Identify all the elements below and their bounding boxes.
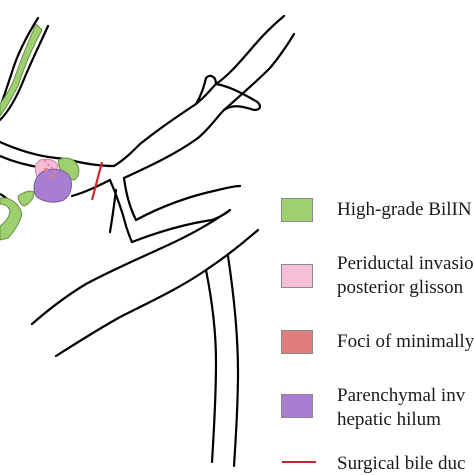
legend-label-parenchymal-line1: Parenchymal inv xyxy=(337,385,466,406)
legend-swatch-high-grade xyxy=(281,198,313,222)
duct-connector-top xyxy=(134,184,242,222)
legend-label-surgical: Surgical bile duc xyxy=(337,453,466,474)
legend-label-periductal-line2: posterior glisson xyxy=(337,277,464,298)
legend-label-foci: Foci of minimally xyxy=(337,331,474,352)
legend-label-parenchymal-line2: hepatic hilum xyxy=(337,409,441,430)
duct-right-branch-top-lower xyxy=(122,32,296,180)
legend-swatch-surgical xyxy=(282,461,316,463)
duct-left-upper-wall-inner xyxy=(0,24,50,122)
duct-trunk-right-wall xyxy=(122,176,138,222)
duct-hilum-top xyxy=(68,142,142,168)
duct-lower-branch-lower xyxy=(54,228,260,358)
duct-hilum-bottom xyxy=(70,178,112,198)
periductal-dashed-line xyxy=(43,159,57,173)
high-grade-biliN-regions xyxy=(0,23,80,241)
parenchymal-invasion-region xyxy=(33,168,72,203)
duct-stem-left xyxy=(204,268,218,464)
duct-connector-bottom xyxy=(130,208,232,244)
green-region-lower-left xyxy=(0,197,23,241)
foci-minimal-regions xyxy=(43,167,54,178)
duct-trunk-lower xyxy=(108,188,118,234)
duct-side-branch-b xyxy=(214,82,262,112)
legend-swatch-foci xyxy=(281,330,313,354)
legend-swatch-parenchymal xyxy=(281,394,313,418)
legend-swatch-periductal xyxy=(281,264,313,288)
green-region-upper-left xyxy=(0,23,43,117)
duct-side-branch-a xyxy=(194,74,218,106)
foci-dot xyxy=(43,167,49,173)
duct-lower-branch-upper xyxy=(30,208,232,326)
legend-label-periductal-line1: Periductal invasion xyxy=(337,253,474,274)
legend-label-high-grade: High-grade BilIN xyxy=(337,199,472,220)
green-region-left-mid xyxy=(17,190,35,207)
surgical-margin-mark xyxy=(90,161,104,201)
foci-dot xyxy=(50,174,54,178)
duct-outline xyxy=(0,14,296,468)
duct-stem-right xyxy=(226,254,240,468)
